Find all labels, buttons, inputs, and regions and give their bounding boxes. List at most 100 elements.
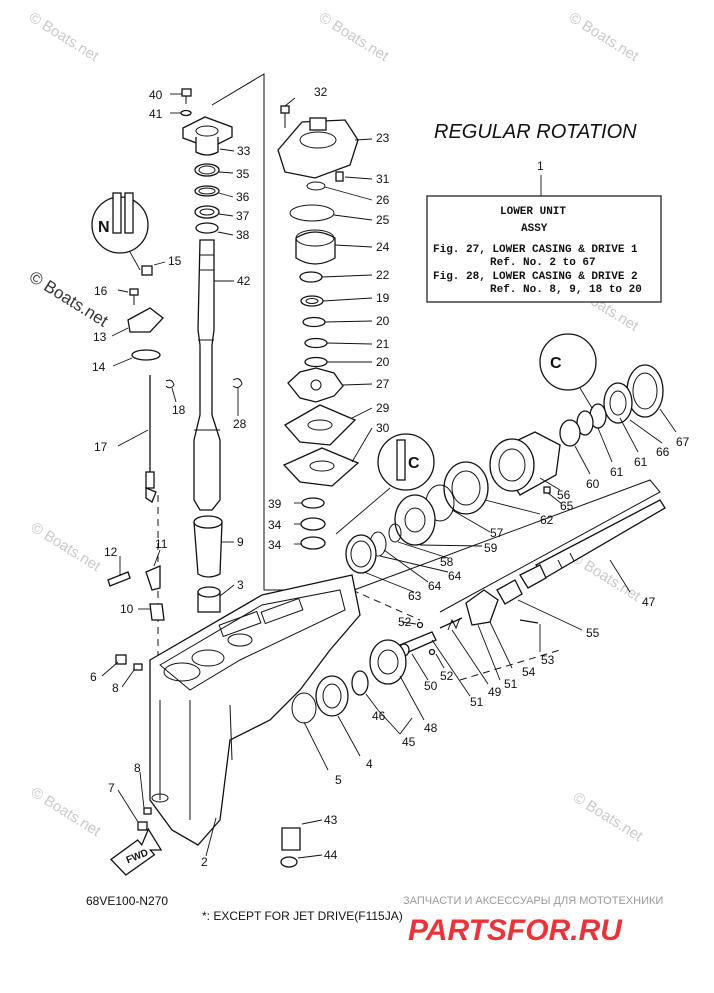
callout-47: 47 [642, 595, 656, 609]
callout-11: 11 [155, 537, 168, 551]
callout-33: 33 [237, 144, 251, 158]
callout-61-lower: 61 [610, 465, 624, 479]
callout-56: 56 [557, 488, 571, 502]
callout-numbers: 40 41 33 35 36 37 38 42 15 16 13 14 17 1… [90, 85, 690, 869]
info-box-line6: Ref. No. 8, 9, 18 to 20 [490, 284, 642, 296]
callout-52-lower: 52 [440, 669, 454, 683]
callout-34-lower: 34 [268, 538, 282, 552]
callout-17: 17 [94, 440, 108, 454]
callout-2: 2 [201, 855, 208, 869]
callout-65: 65 [560, 499, 574, 513]
callout-42: 42 [237, 274, 251, 288]
callout-3: 3 [237, 578, 244, 592]
callout-36: 36 [236, 190, 250, 204]
callout-9: 9 [237, 535, 244, 549]
drive-shaft-stack [180, 88, 233, 613]
leader-lines [101, 93, 677, 859]
callout-24: 24 [376, 240, 390, 254]
callout-20-lower: 20 [376, 355, 390, 369]
callout-25: 25 [376, 213, 390, 227]
shift-rod [127, 265, 243, 503]
callout-16: 16 [94, 284, 108, 298]
callout-39: 39 [268, 497, 282, 511]
footnote: *: EXCEPT FOR JET DRIVE(F115JA) [202, 909, 403, 923]
diagram-title: REGULAR ROTATION [434, 121, 637, 143]
callout-19: 19 [376, 291, 390, 305]
callout-13: 13 [93, 330, 107, 344]
callout-41: 41 [149, 107, 163, 121]
callout-50: 50 [424, 679, 438, 693]
callout-29: 29 [376, 401, 390, 415]
callout-51-lower: 51 [470, 695, 484, 709]
watermark: © Boats.net [26, 9, 102, 66]
info-box-line3: Fig. 27, LOWER CASING & DRIVE 1 [433, 244, 638, 256]
callout-67: 67 [676, 435, 690, 449]
watermark: © Boats.net [26, 267, 112, 330]
callout-45: 45 [402, 735, 416, 749]
watermark: © Boats.net [316, 9, 392, 66]
callout-30: 30 [376, 421, 390, 435]
lower-casing [149, 574, 361, 846]
callout-8-lower: 8 [134, 761, 141, 775]
callout-43: 43 [324, 813, 338, 827]
watermark: © Boats.net [570, 789, 646, 846]
callout-10: 10 [120, 602, 134, 616]
callout-63: 63 [408, 589, 422, 603]
shop-logo: PARTSFOR.RU [408, 914, 623, 947]
callout-28: 28 [233, 417, 247, 431]
callout-64-lower: 64 [428, 579, 442, 593]
callout-23: 23 [376, 131, 390, 145]
callout-22: 22 [376, 268, 390, 282]
callout-14: 14 [92, 360, 106, 374]
callout-51-upper: 51 [504, 677, 518, 691]
callout-34-upper: 34 [268, 518, 282, 532]
callout-32: 32 [314, 85, 328, 99]
info-box-line1: LOWER UNIT [500, 206, 566, 218]
info-box-line4: Ref. No. 2 to 67 [490, 257, 596, 269]
callout-35: 35 [236, 167, 250, 181]
callout-21: 21 [376, 337, 390, 351]
callout-38: 38 [236, 228, 250, 242]
callout-12: 12 [104, 545, 118, 559]
callout-6: 6 [90, 670, 97, 684]
detail-callouts: N C C [91, 192, 597, 535]
watermark: © Boats.net [28, 784, 104, 841]
shop-tagline: ЗАПЧАСТИ И АКСЕССУАРЫ ДЛЯ МОТОТЕХНИКИ [403, 895, 663, 907]
callout-53: 53 [541, 653, 555, 667]
diagram-code: 68VE100-N270 [86, 894, 168, 908]
callout-5: 5 [335, 773, 342, 787]
callout-48: 48 [424, 721, 438, 735]
callout-37: 37 [236, 209, 250, 223]
callout-1: 1 [537, 159, 544, 173]
info-box-line5: Fig. 28, LOWER CASING & DRIVE 2 [433, 271, 638, 283]
callout-57: 57 [490, 526, 504, 540]
svg-text:C: C [550, 355, 562, 372]
callout-60: 60 [586, 477, 600, 491]
propeller-shaft-assembly [291, 364, 666, 724]
callout-61-upper: 61 [634, 455, 648, 469]
callout-27: 27 [376, 377, 390, 391]
callout-54: 54 [522, 665, 536, 679]
callout-26: 26 [376, 193, 390, 207]
svg-text:N: N [98, 219, 110, 236]
callout-62: 62 [540, 513, 554, 527]
callout-7: 7 [108, 781, 115, 795]
callout-59: 59 [484, 541, 498, 555]
small-fasteners [107, 565, 301, 868]
water-pump-stack [277, 105, 360, 550]
watermark: © Boats.net [28, 519, 104, 576]
callout-8-upper: 8 [112, 681, 119, 695]
callout-52-upper: 52 [398, 615, 412, 629]
callout-44: 44 [324, 848, 338, 862]
callout-66: 66 [656, 445, 670, 459]
callout-18: 18 [172, 403, 186, 417]
callout-40: 40 [149, 88, 163, 102]
callout-64-upper: 64 [448, 569, 462, 583]
fwd-arrow: FWD [110, 827, 163, 876]
info-box: 1 LOWER UNIT ASSY Fig. 27, LOWER CASING … [426, 159, 662, 303]
callout-4: 4 [366, 757, 373, 771]
svg-text:C: C [408, 455, 420, 472]
callout-20-upper: 20 [376, 314, 390, 328]
